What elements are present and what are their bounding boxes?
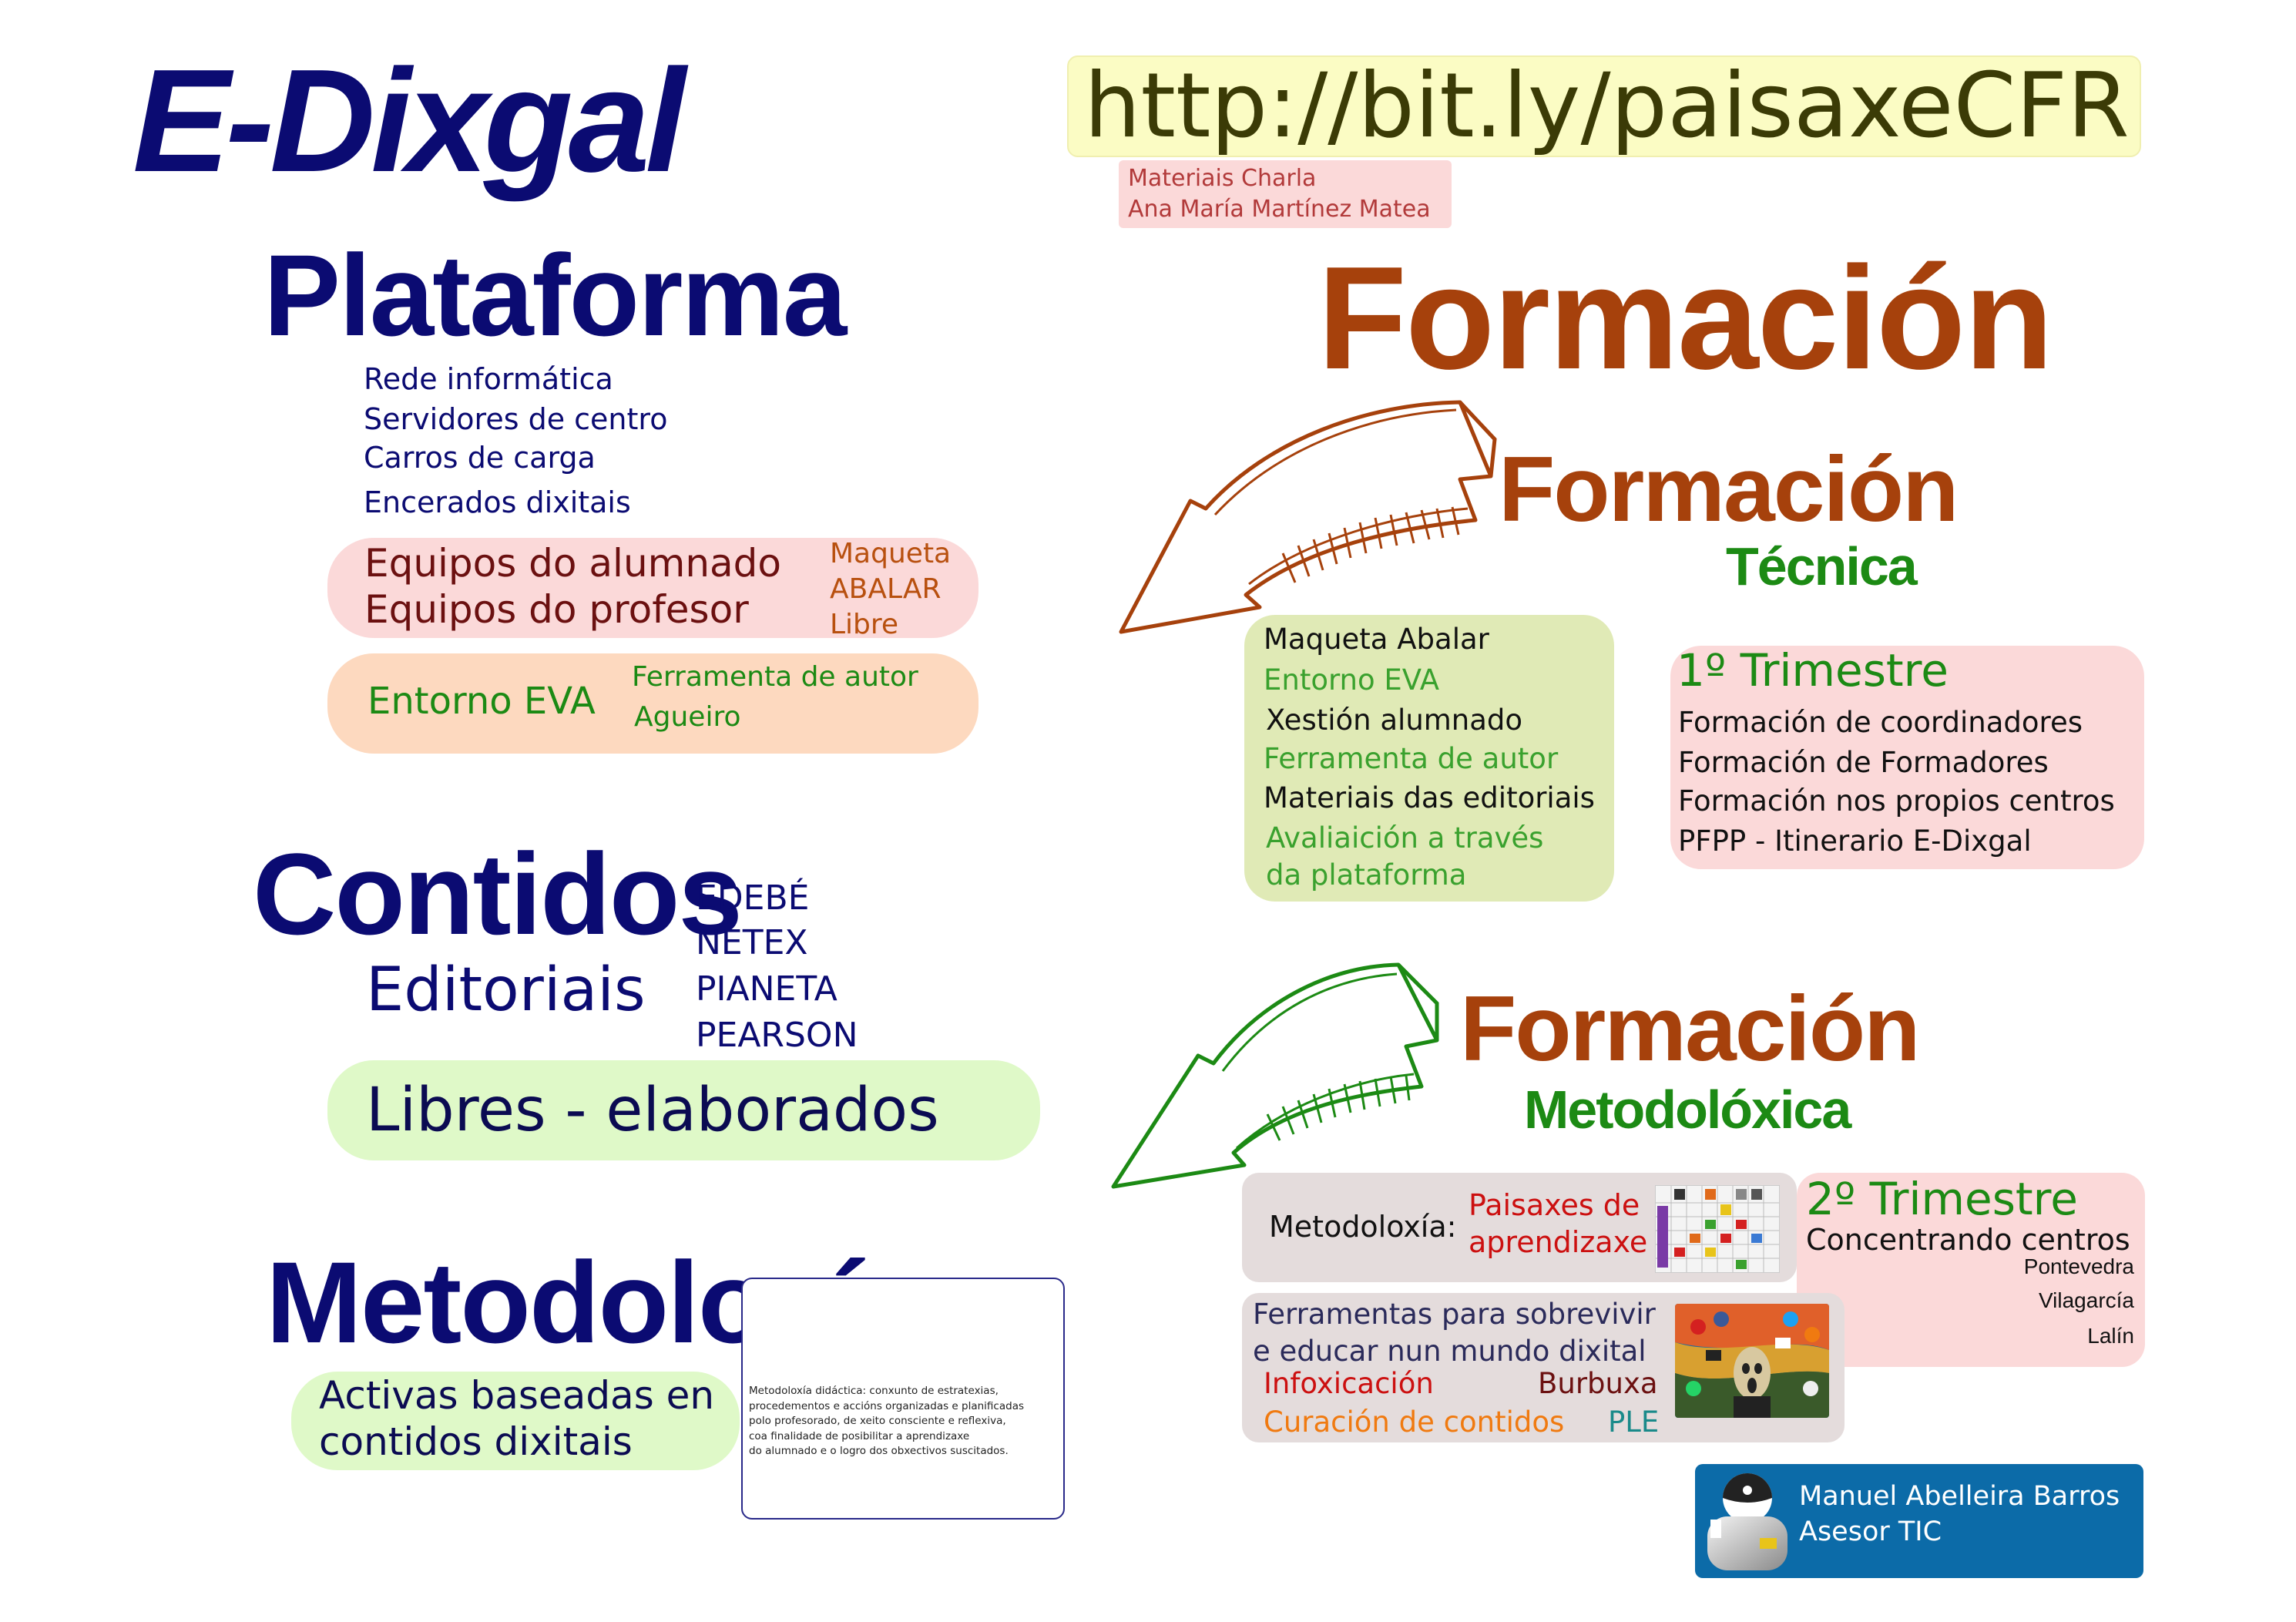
tecnica-item: Maqueta Abalar — [1264, 623, 1489, 656]
brown-arrow-icon — [1119, 400, 1497, 634]
main-title: E-Dixgal — [133, 39, 686, 203]
tecnica-items-box: Maqueta Abalar Entorno EVA Xestión alumn… — [1244, 615, 1614, 902]
ferramentas-box: Ferramentas para sobrevivir e educar nun… — [1242, 1293, 1845, 1442]
activas-line-2: contidos dixitais — [319, 1419, 633, 1464]
paisaxes-box: Metodoloxía: Paisaxes de aprendizaxe — [1242, 1173, 1797, 1282]
infoxicacion: Infoxicación — [1264, 1367, 1434, 1400]
publisher-item: PIANETA — [696, 969, 838, 1009]
list-item: Encerados dixitais — [364, 485, 631, 519]
tag-maqueta: Maqueta — [830, 538, 952, 569]
list-item: Carros de carga — [364, 441, 596, 475]
editoriais-label: Editoriais — [366, 955, 646, 1025]
definition-box: Metodoloxía didáctica: conxunto de estra… — [741, 1278, 1065, 1520]
tecnica-item: Materiais das editoriais — [1264, 781, 1595, 814]
credits-line-1: Materiais Charla — [1128, 165, 1317, 192]
equipos-pill: Equipos do alumnado Equipos do profesor … — [327, 538, 978, 640]
paisaxes-line-2: aprendizaxe — [1469, 1225, 1648, 1259]
trimestre1-item: Formación nos propios centros — [1678, 784, 2115, 818]
publisher-item: EDEBÉ — [696, 878, 810, 918]
definition-line: coa finalidade de posibilitar a aprendiz… — [749, 1429, 970, 1442]
tag-abalar: ABALAR — [830, 573, 942, 605]
tag-ferramenta: Ferramenta de autor — [632, 661, 918, 693]
plataforma-title: Plataforma — [264, 230, 847, 360]
trimestre1-box: 1º Trimestre Formación de coordinadores … — [1670, 644, 2144, 869]
credits-line-2: Ana María Martínez Matea — [1128, 196, 1431, 223]
formacion-title: Formación — [1318, 237, 2053, 400]
libres-pill: Libres - elaborados — [327, 1060, 1040, 1160]
tecnica-item: da plataforma — [1266, 858, 1467, 892]
metodoloxia-label: Metodoloxía: — [1269, 1210, 1457, 1244]
trimestre1-item: PFPP - Itinerario E-Dixgal — [1678, 824, 2032, 858]
ferramentas-line-2: e educar nun mundo dixital — [1253, 1335, 1646, 1368]
author-name: Manuel Abelleira Barros — [1799, 1481, 2120, 1512]
equipos-alumnado: Equipos do alumnado — [364, 541, 781, 586]
entorno-pill: Entorno EVA Ferramenta de autor Agueiro — [327, 653, 978, 754]
activas-line-1: Activas baseadas en — [319, 1373, 715, 1418]
paisaxes-line-1: Paisaxes de — [1469, 1188, 1640, 1222]
green-arrow-icon — [1111, 962, 1439, 1189]
metodoloxica-formacion-title: Formación — [1460, 977, 1920, 1080]
ple: PLE — [1608, 1405, 1660, 1439]
libres-text: Libres - elaborados — [366, 1076, 939, 1145]
definition-line: polo profesorado, de xeito consciente e … — [749, 1415, 1006, 1427]
avatar-icon — [1700, 1470, 1795, 1573]
scream-collage-image — [1675, 1304, 1829, 1418]
trimestre1-item: Formación de coordinadores — [1678, 706, 2083, 739]
trimestre2-box: 2º Trimestre Concentrando centros Pontev… — [1797, 1173, 2145, 1367]
activas-pill: Activas baseadas en contidos dixitais — [291, 1372, 740, 1470]
burbuxa: Burbuxa — [1538, 1367, 1658, 1400]
url-text[interactable]: http://bit.ly/paisaxeCFR — [1084, 54, 2130, 158]
definition-line: Metodoloxía didáctica: conxunto de estra… — [749, 1385, 999, 1397]
tecnica-formacion-title: Formación — [1499, 438, 1959, 541]
list-item: Rede informática — [364, 362, 613, 396]
tecnica-item: Avaliaición a través — [1266, 821, 1544, 855]
equipos-profesor: Equipos do profesor — [364, 587, 749, 632]
place-item: Lalín — [2087, 1324, 2134, 1348]
trimestre1-title: 1º Trimestre — [1677, 644, 1949, 697]
tecnica-item: Entorno EVA — [1264, 663, 1440, 697]
place-item: Pontevedra — [2023, 1254, 2134, 1278]
trimestre2-title: 2º Trimestre — [1806, 1173, 2078, 1225]
publisher-item: PEARSON — [696, 1016, 858, 1055]
author-role: Asesor TIC — [1799, 1516, 1942, 1547]
url-banner[interactable]: http://bit.ly/paisaxeCFR — [1067, 55, 2141, 157]
tag-libre: Libre — [830, 609, 899, 640]
credits-box: Materiais Charla Ana María Martínez Mate… — [1119, 160, 1452, 228]
curacion: Curación de contidos — [1264, 1405, 1565, 1439]
trimestre1-item: Formación de Formadores — [1678, 746, 2049, 779]
tecnica-item: Xestión alumnado — [1266, 704, 1523, 737]
ferramentas-line-1: Ferramentas para sobrevivir — [1253, 1298, 1656, 1331]
entorno-eva: Entorno EVA — [368, 680, 596, 723]
concentrando-centros: Concentrando centros — [1806, 1223, 2130, 1257]
publisher-item: NETEX — [696, 923, 808, 962]
place-item: Vilagarcía — [2038, 1288, 2134, 1312]
tag-agueiro: Agueiro — [634, 701, 741, 733]
paisaxes-grid-image — [1655, 1185, 1780, 1273]
author-card: Manuel Abelleira Barros Asesor TIC — [1695, 1464, 2143, 1578]
definition-line: procedementos e accións organizadas e pl… — [749, 1399, 1024, 1412]
tecnica-subtitle: Técnica — [1726, 536, 1918, 596]
contidos-title: Contidos — [253, 829, 743, 959]
list-item: Servidores de centro — [364, 402, 668, 436]
tecnica-item: Ferramenta de autor — [1264, 742, 1559, 775]
definition-line: do alumnado e o logro dos obxectivos sus… — [749, 1445, 1009, 1457]
metodoloxica-subtitle: Metodolóxica — [1524, 1080, 1851, 1140]
